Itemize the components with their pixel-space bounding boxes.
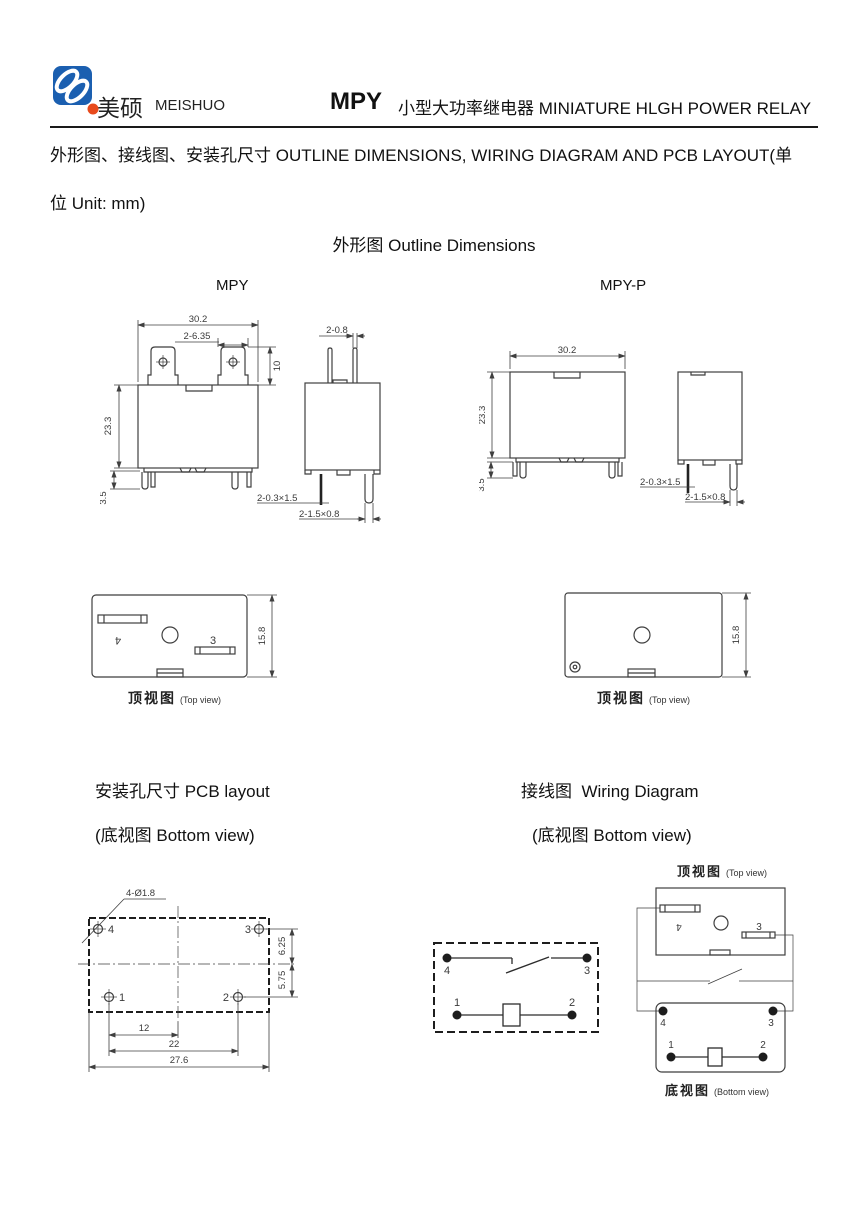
caption-cn: 顶视图: [677, 864, 723, 879]
pcb-hole3-label: 3: [245, 924, 251, 936]
dim-depth: 15.8: [731, 626, 742, 645]
wiring-diagram-drawing: 4 3 1 2: [433, 942, 599, 1033]
product-title: 小型大功率继电器 MINIATURE HLGH POWER RELAY: [398, 99, 812, 118]
dim-tab-height: 10: [272, 361, 283, 372]
combined-top-caption: 顶视图(Top view): [677, 861, 767, 881]
caption-en: (Bottom view): [714, 1087, 770, 1097]
caption-en: (Top view): [649, 695, 691, 705]
wiring-terminal-2: 2: [569, 997, 575, 1009]
dim-total: 27.6: [170, 1055, 189, 1066]
dim-width: 30.2: [558, 345, 577, 356]
meishuo-logo-icon: [53, 66, 99, 115]
mpy-top-view-body: 4 3: [91, 594, 248, 678]
mpy-top-view-dimension: 15.8: [247, 594, 277, 678]
combined-view-drawing: 4 3 4 3 1 2: [636, 887, 794, 1073]
mpyp-side-view-drawing: 2-0.3×1.5 2-1.5×0.8: [640, 371, 745, 506]
dim-pin-b: 2-1.5×0.8: [299, 509, 339, 520]
intro-line-1: 外形图、接线图、安装孔尺寸 OUTLINE DIMENSIONS, WIRING…: [50, 146, 793, 165]
dim-v-lower: 5.75: [277, 971, 288, 990]
dim-pin-b: 2-1.5×0.8: [685, 492, 725, 503]
mpy-side-dimensions: 2-0.8 2-0.3×1.5 2-1.5×0.8: [257, 325, 381, 523]
mpyp-top-view-dimension: 15.8: [722, 592, 751, 678]
wiring-diagram-subtitle: (底视图 Bottom view): [532, 826, 692, 845]
header-divider: [50, 126, 818, 128]
wiring-border: [433, 942, 599, 1033]
mpyp-top-view-drawing: 15.8: [564, 592, 751, 678]
pcb-outline: [78, 906, 294, 1022]
dim-body-height: 23.3: [479, 406, 488, 425]
wiring-terminal-3: 3: [584, 965, 590, 977]
wiring-terminal-4: 4: [444, 965, 450, 977]
pcb-layout-title: 安装孔尺寸 PCB layout: [95, 782, 270, 801]
mpyp-top-view-body: [564, 592, 723, 678]
pcb-dimensions: 6.25 5.75 12 22 27.6: [88, 928, 298, 1072]
variant-label-mpy: MPY: [216, 277, 249, 294]
caption-cn: 顶视图: [128, 690, 176, 706]
mpy-side-body: [304, 347, 381, 505]
wiring-terminal-1: 1: [454, 997, 460, 1009]
caption-en: (Top view): [180, 695, 222, 705]
brand-name-en: MEISHUO: [155, 97, 226, 114]
mpyp-front-dimensions: 30.2 23.3 3.5: [479, 345, 626, 492]
pcb-layout-subtitle: (底视图 Bottom view): [95, 826, 255, 845]
mpy-front-view-drawing: 30.2 2-6.35 10 23.3 3.5: [100, 314, 283, 505]
dim-body-height: 23.3: [103, 417, 114, 436]
combined-slot4-label: 4: [676, 921, 682, 932]
combined-p2-label: 2: [760, 1040, 766, 1051]
mpy-top-view-drawing: 4 3 15.8: [91, 594, 277, 678]
combined-top-view: 4 3: [655, 887, 786, 956]
pcb-hole2-label: 2: [223, 992, 229, 1004]
caption-en: (Top view): [726, 868, 768, 878]
mpyp-front-view-drawing: 30.2 23.3 3.5: [479, 345, 626, 492]
dim-pitch: 12: [139, 1023, 150, 1034]
mpy-top-view-caption: 顶视图 (Top view): [128, 688, 221, 708]
dim-standoff: 3.5: [100, 491, 109, 504]
combined-bottom-caption: 底视图(Bottom view): [665, 1080, 769, 1100]
top-view-slot3-label: 3: [210, 635, 216, 647]
intro-line-2: 位 Unit: mm): [50, 194, 146, 213]
outline-section-title: 外形图 Outline Dimensions: [332, 236, 536, 255]
wiring-contacts: 4 3 1 2: [442, 953, 592, 1027]
model-title: MPY: [330, 88, 383, 115]
mpyp-side-dimensions: 2-0.3×1.5 2-1.5×0.8: [640, 477, 745, 506]
mpyp-top-view-caption: 顶视图 (Top view): [597, 688, 690, 708]
combined-p4-label: 4: [660, 1018, 666, 1029]
variant-label-mpy-p: MPY-P: [600, 277, 647, 294]
mpy-front-dimensions: 30.2 2-6.35 10 23.3 3.5: [100, 314, 283, 505]
caption-cn: 底视图: [665, 1083, 711, 1098]
pcb-holes: 4 3 1 2 4-Ø1.8: [81, 888, 267, 1005]
dim-pin-a: 2-0.3×1.5: [640, 477, 680, 488]
dim-pin-a: 2-0.3×1.5: [257, 493, 297, 504]
dim-width: 30.2: [189, 314, 208, 325]
dim-v-upper: 6.25: [277, 937, 288, 956]
pcb-layout-drawing: 4 3 1 2 4-Ø1.8 6.25 5.75 12 22 27.6: [78, 888, 298, 1072]
pcb-hole1-label: 1: [119, 992, 125, 1004]
combined-bottom-view: 4 3 1 2: [655, 1002, 786, 1073]
combined-p1-label: 1: [668, 1040, 674, 1051]
pcb-hole4-label: 4: [108, 924, 114, 936]
mpy-side-view-drawing: 2-0.8 2-0.3×1.5 2-1.5×0.8: [257, 325, 381, 523]
dim-depth: 15.8: [257, 627, 268, 646]
dim-tab-width: 2-6.35: [184, 331, 211, 342]
dim-top-pin: 2-0.8: [326, 325, 348, 336]
top-view-slot4-label: 4: [115, 634, 121, 646]
pcb-hole-note: 4-Ø1.8: [126, 888, 155, 899]
combined-wires: [636, 907, 794, 1012]
mpyp-side-body: [677, 371, 743, 493]
mpyp-front-body: [509, 371, 626, 479]
wiring-diagram-title: 接线图 Wiring Diagram: [521, 782, 699, 801]
mpy-front-body: [137, 346, 259, 490]
combined-slot3-label: 3: [756, 922, 762, 933]
combined-p3-label: 3: [768, 1018, 774, 1029]
dim-standoff: 3.5: [479, 478, 487, 491]
brand-name-cn: 美硕: [97, 95, 143, 121]
caption-cn: 顶视图: [597, 690, 645, 706]
dim-span: 22: [169, 1039, 180, 1050]
